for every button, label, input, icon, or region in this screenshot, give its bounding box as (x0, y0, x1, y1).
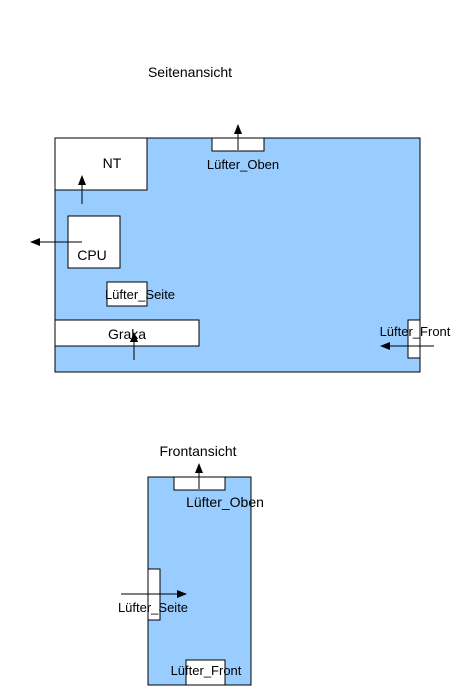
front-fan-top-label: Lüfter_Oben (186, 494, 264, 510)
side-fan-front-label: Lüfter_Front (380, 324, 451, 339)
psu-label: NT (103, 155, 122, 171)
side-fan-side-label: Lüfter_Seite (105, 287, 175, 302)
front-fan-side-label: Lüfter_Seite (118, 600, 188, 615)
front-fan-front-label: Lüfter_Front (171, 663, 242, 678)
side-fan-side-box (106, 281, 148, 307)
front-fan-front-box (185, 659, 226, 686)
psu-box (54, 137, 148, 191)
cpu-label: CPU (77, 247, 107, 263)
front-view-title: Frontansicht (159, 443, 236, 459)
front-case (147, 476, 252, 686)
side-fan-top-label: Lüfter_Oben (207, 157, 279, 172)
graphics-card-box (54, 319, 200, 347)
side-view-title: Seitenansicht (148, 64, 232, 80)
graphics-card-label: Graka (108, 326, 146, 342)
side-fan-front-box (407, 319, 421, 359)
